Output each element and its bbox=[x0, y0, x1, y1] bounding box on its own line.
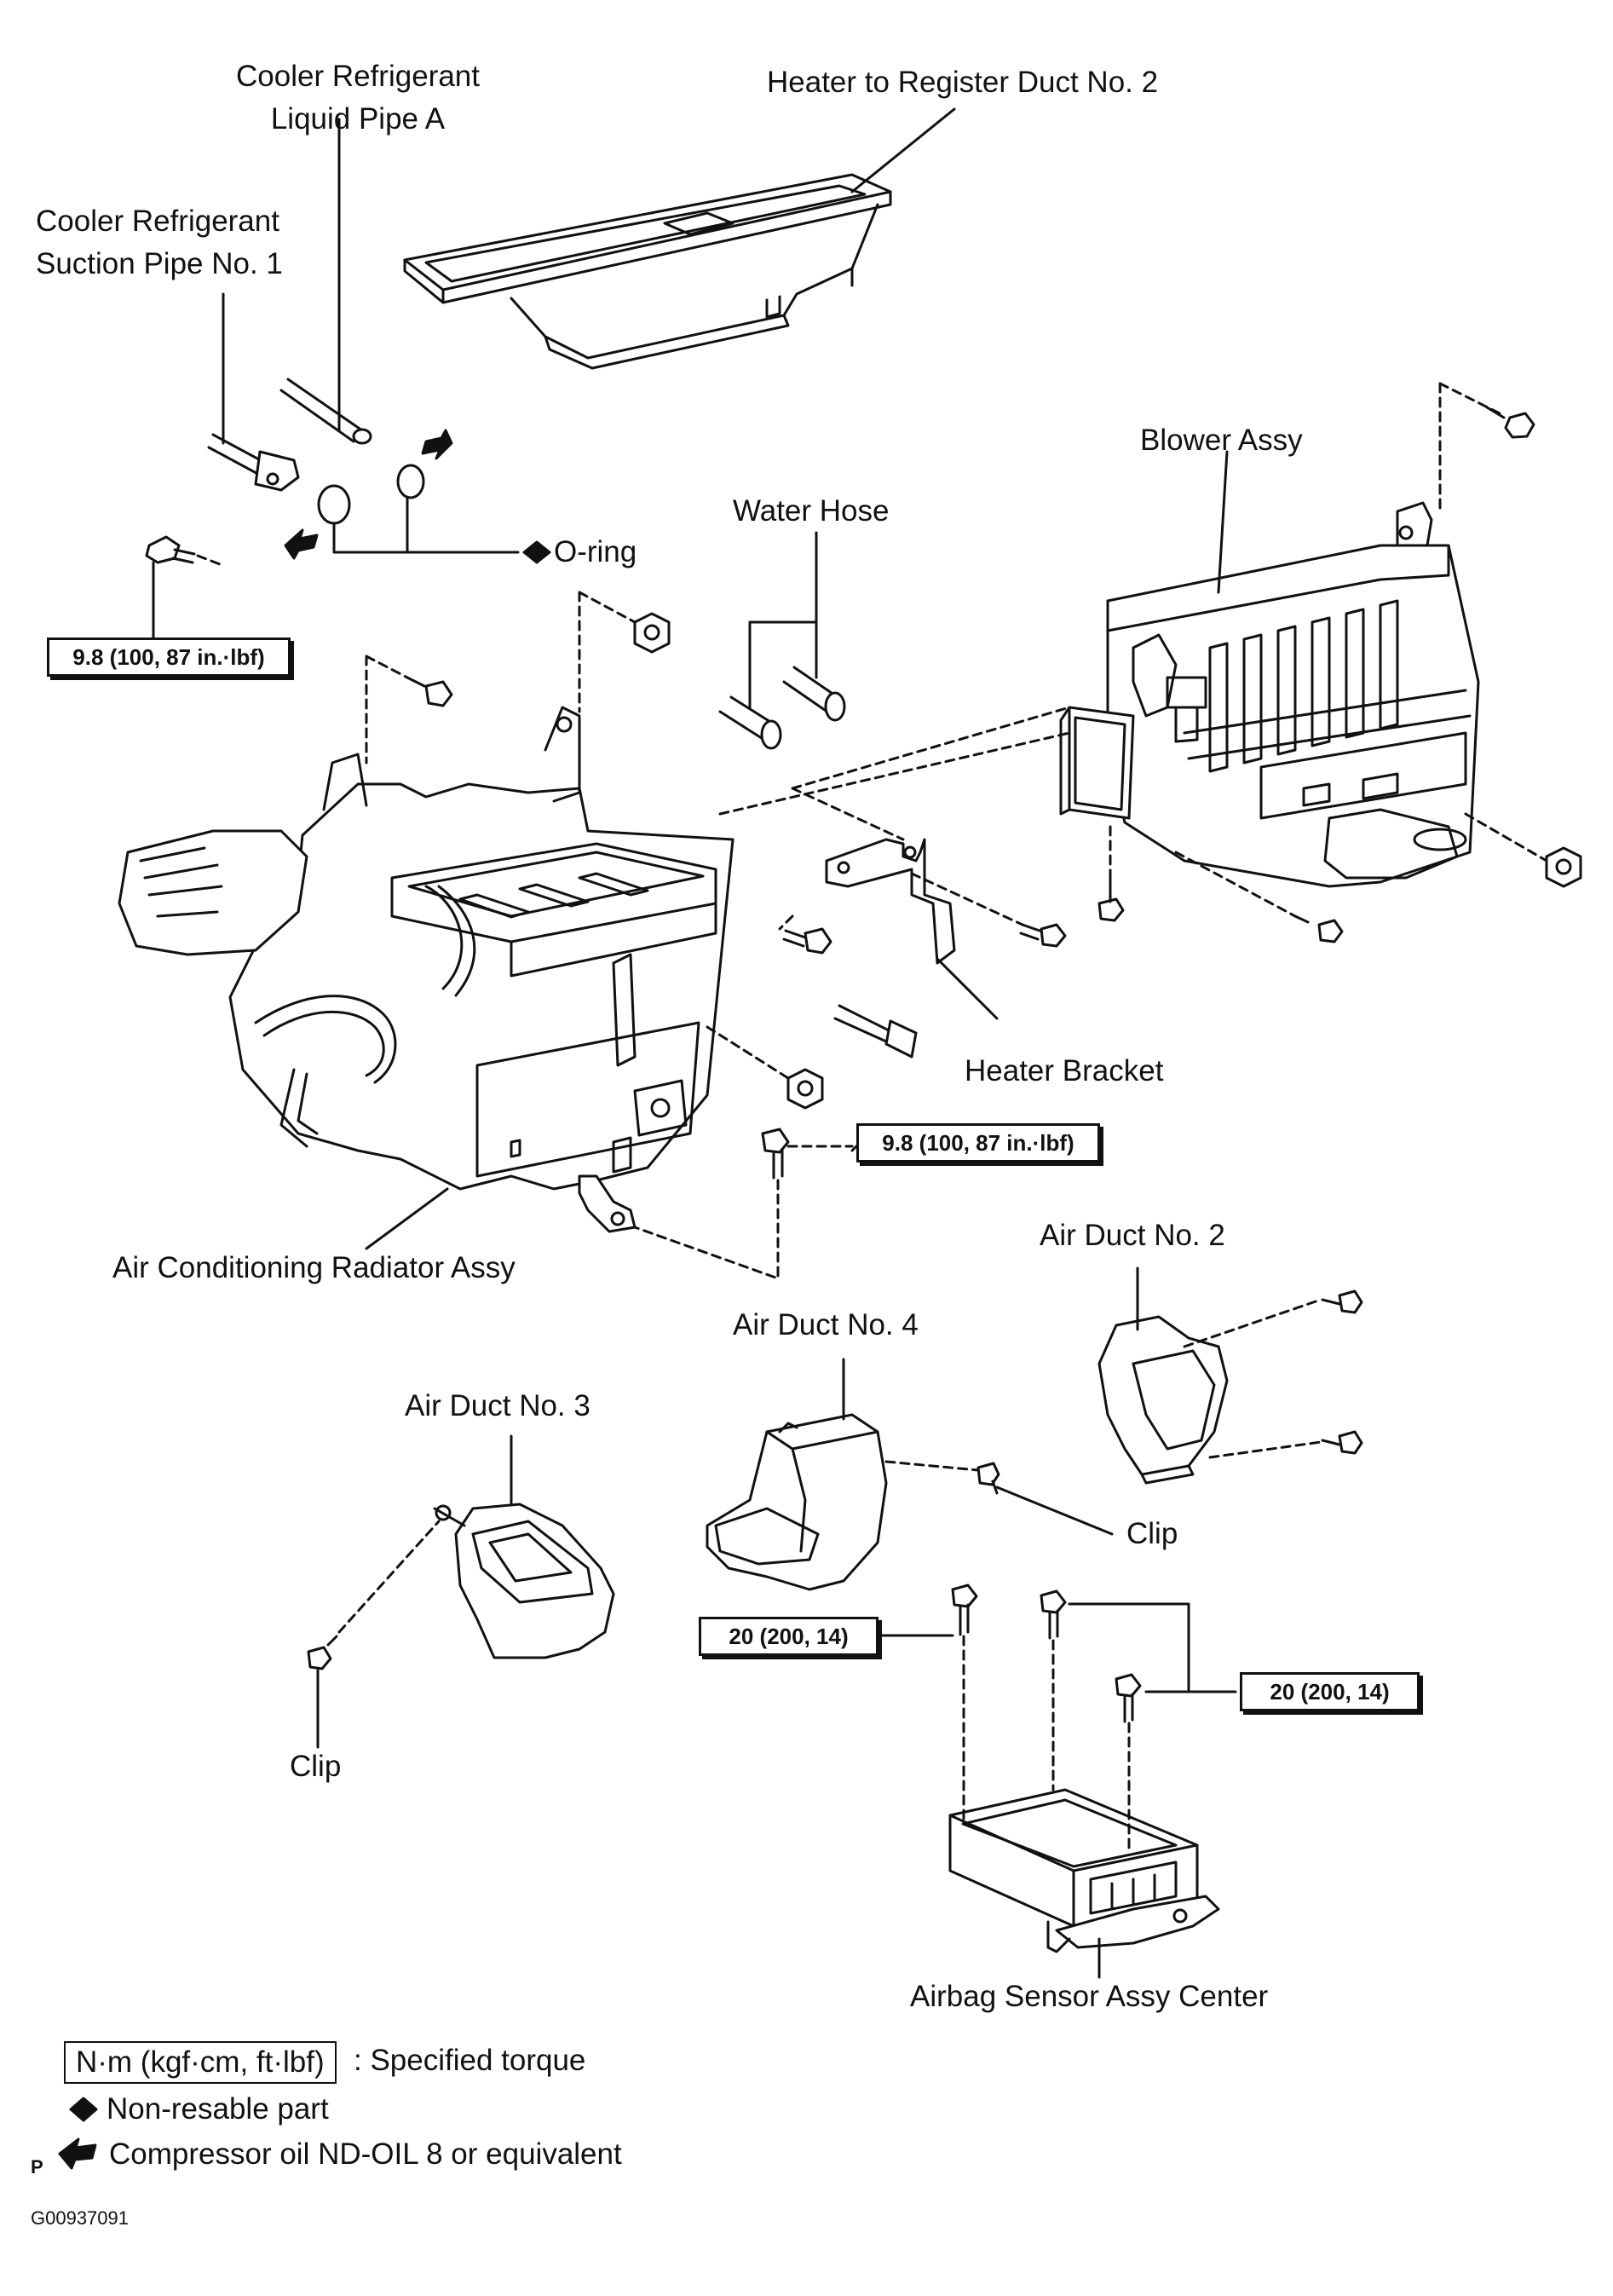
air-duct-2-clips bbox=[1321, 1289, 1363, 1455]
leader-o-ring bbox=[332, 496, 520, 554]
suction-pipe-bolt bbox=[145, 535, 196, 564]
bracket-bolts bbox=[782, 923, 1067, 955]
leader-torque-radiator bbox=[850, 1145, 858, 1152]
leader-water-hose bbox=[748, 531, 818, 709]
legend-torque-unit: N·m (kgf·cm, ft·lbf) bbox=[64, 2041, 337, 2084]
footer-figure-code: G00937091 bbox=[31, 2207, 129, 2229]
legend-oil-desc: Compressor oil ND-OIL 8 or equivalent bbox=[109, 2137, 622, 2171]
air-duct-4-drawing bbox=[706, 1413, 888, 1591]
label-air-duct-2: Air Duct No. 2 bbox=[1040, 1219, 1225, 1252]
ac-radiator-drawing bbox=[118, 706, 734, 1233]
leader-ac-radiator bbox=[365, 1187, 449, 1250]
radiator-bolt-bottom bbox=[761, 1128, 790, 1180]
wire-connector bbox=[833, 1004, 918, 1059]
label-heater-register-duct: Heater to Register Duct No. 2 bbox=[767, 66, 1159, 99]
heater-register-duct-drawing bbox=[403, 173, 892, 370]
blower-bolts-bottom bbox=[1097, 876, 1344, 943]
air-duct-2-drawing bbox=[1097, 1315, 1229, 1485]
radiator-nut-side bbox=[786, 1068, 824, 1110]
blower-assy-drawing bbox=[1059, 501, 1480, 888]
legend-oil-arrow-icon bbox=[58, 2137, 97, 2170]
torque-radiator-bolt: 9.8 (100, 87 in.·lbf) bbox=[856, 1123, 1100, 1162]
torque-suction-bolt: 9.8 (100, 87 in.·lbf) bbox=[47, 637, 291, 677]
torque-sensor-left: 20 (200, 14) bbox=[699, 1617, 879, 1656]
leader-blower-assy bbox=[1217, 450, 1229, 594]
refrigerant-pipes-drawing bbox=[207, 378, 453, 560]
label-liquid-pipe-line1: Cooler Refrigerant bbox=[236, 60, 480, 93]
leader-clip-right bbox=[995, 1485, 1114, 1536]
label-water-hose: Water Hose bbox=[733, 494, 890, 528]
radiator-bolt-top bbox=[406, 676, 453, 707]
label-air-duct-3: Air Duct No. 3 bbox=[405, 1389, 590, 1422]
label-clip-left: Clip bbox=[290, 1750, 342, 1783]
label-liquid-pipe-line2: Liquid Pipe A bbox=[270, 102, 446, 136]
legend-non-reusable: Non-resable part bbox=[107, 2092, 329, 2126]
airbag-sensor-bolts bbox=[951, 1584, 1142, 1723]
legend-non-reusable-icon bbox=[69, 2097, 98, 2122]
torque-sensor-right: 20 (200, 14) bbox=[1240, 1672, 1420, 1711]
label-blower-assy: Blower Assy bbox=[1140, 424, 1303, 457]
label-suction-pipe: Cooler Refrigerant Suction Pipe No. 1 bbox=[36, 200, 283, 286]
label-ac-radiator: Air Conditioning Radiator Assy bbox=[112, 1251, 516, 1284]
leader-heater-bracket bbox=[936, 957, 999, 1020]
blower-nut-right bbox=[1545, 846, 1582, 888]
label-air-duct-4: Air Duct No. 4 bbox=[733, 1308, 919, 1341]
label-suction-pipe-line2: Suction Pipe No. 1 bbox=[36, 247, 283, 280]
airbag-sensor-drawing bbox=[948, 1788, 1220, 1953]
air-duct-3-clip bbox=[307, 1635, 338, 1670]
label-liquid-pipe: Cooler Refrigerant Liquid Pipe A bbox=[230, 55, 486, 141]
air-duct-4-clip bbox=[976, 1462, 1000, 1495]
air-duct-3-drawing bbox=[433, 1503, 615, 1659]
leader-sensor-torque bbox=[876, 1602, 1237, 1693]
leader-heater-register-duct bbox=[850, 107, 956, 193]
heater-bracket-drawing bbox=[825, 838, 956, 965]
label-airbag-sensor: Airbag Sensor Assy Center bbox=[910, 1980, 1269, 2013]
footer-p-mark: P bbox=[31, 2156, 43, 2178]
label-clip-right: Clip bbox=[1126, 1517, 1178, 1550]
water-hose-drawing bbox=[718, 666, 846, 750]
radiator-nut-top bbox=[633, 612, 671, 654]
label-heater-bracket: Heater Bracket bbox=[965, 1054, 1164, 1087]
legend-torque-desc: : Specified torque bbox=[354, 2044, 586, 2077]
label-o-ring: O-ring bbox=[554, 535, 637, 568]
label-suction-pipe-line1: Cooler Refrigerant bbox=[36, 205, 279, 238]
non-reusable-mark-o-ring bbox=[522, 540, 551, 564]
